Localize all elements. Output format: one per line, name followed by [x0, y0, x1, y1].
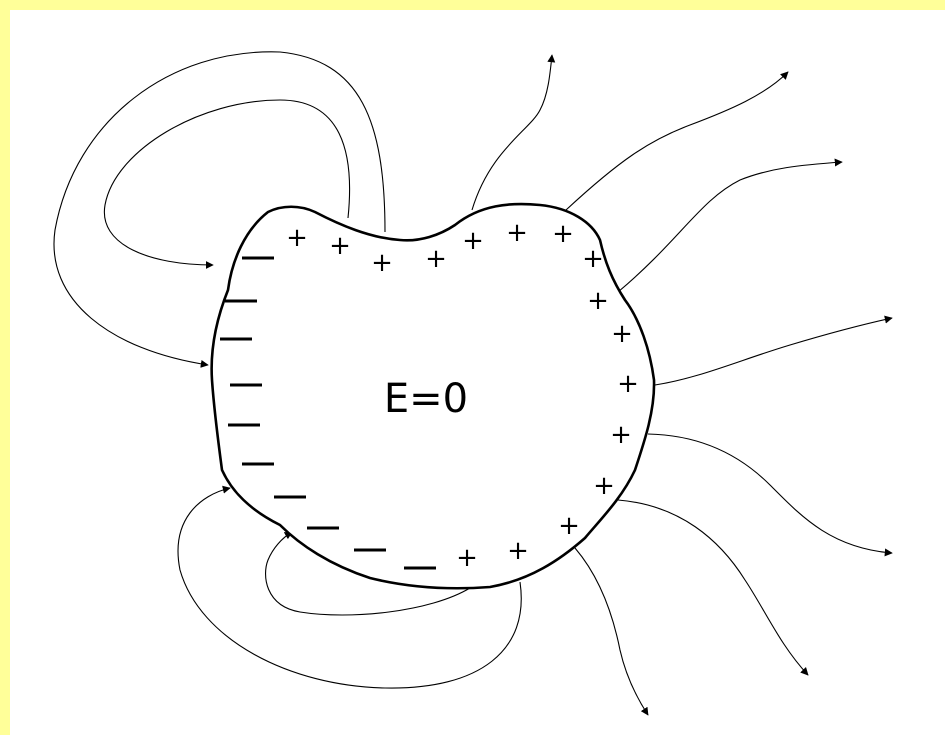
field-line-out-bottom-right [617, 499, 809, 676]
plus-charge: + [286, 223, 308, 253]
field-line-out-top-right [565, 71, 789, 211]
field-line-loop-inner-bottom [265, 531, 471, 616]
plus-charge: + [371, 248, 393, 278]
plus-charge: + [506, 218, 528, 248]
field-line-out-right-upper [617, 158, 843, 293]
plus-charge: + [558, 511, 580, 541]
plus-charge: + [610, 420, 632, 450]
conductor-field-diagram: ++++++++++++++++ E=0 [53, 51, 893, 716]
positive-charges: ++++++++++++++++ [286, 218, 639, 573]
conductor-body [210, 202, 656, 590]
plus-charge: + [425, 244, 447, 274]
field-line-loop-outer-bottom [177, 485, 522, 689]
negative-charges [220, 256, 436, 570]
field-line-loop-outer-top [53, 51, 386, 368]
field-line-out-right [654, 315, 893, 386]
field-line-out-right-lower [647, 433, 893, 557]
field-line-loop-inner-top [103, 99, 351, 269]
diagram-canvas: ++++++++++++++++ E=0 [10, 10, 945, 735]
field-zero-label: E=0 [384, 376, 468, 422]
field-line-out-bottom [574, 547, 649, 716]
plus-charge: + [587, 286, 609, 316]
plus-charge: + [593, 471, 615, 501]
plus-charge: + [462, 226, 484, 256]
plus-charge: + [456, 543, 478, 573]
plus-charge: + [617, 369, 639, 399]
field-line-out-top [471, 54, 556, 211]
plus-charge: + [552, 219, 574, 249]
plus-charge: + [507, 536, 529, 566]
plus-charge: + [582, 244, 604, 274]
plus-charge: + [611, 319, 633, 349]
plus-charge: + [329, 231, 351, 261]
